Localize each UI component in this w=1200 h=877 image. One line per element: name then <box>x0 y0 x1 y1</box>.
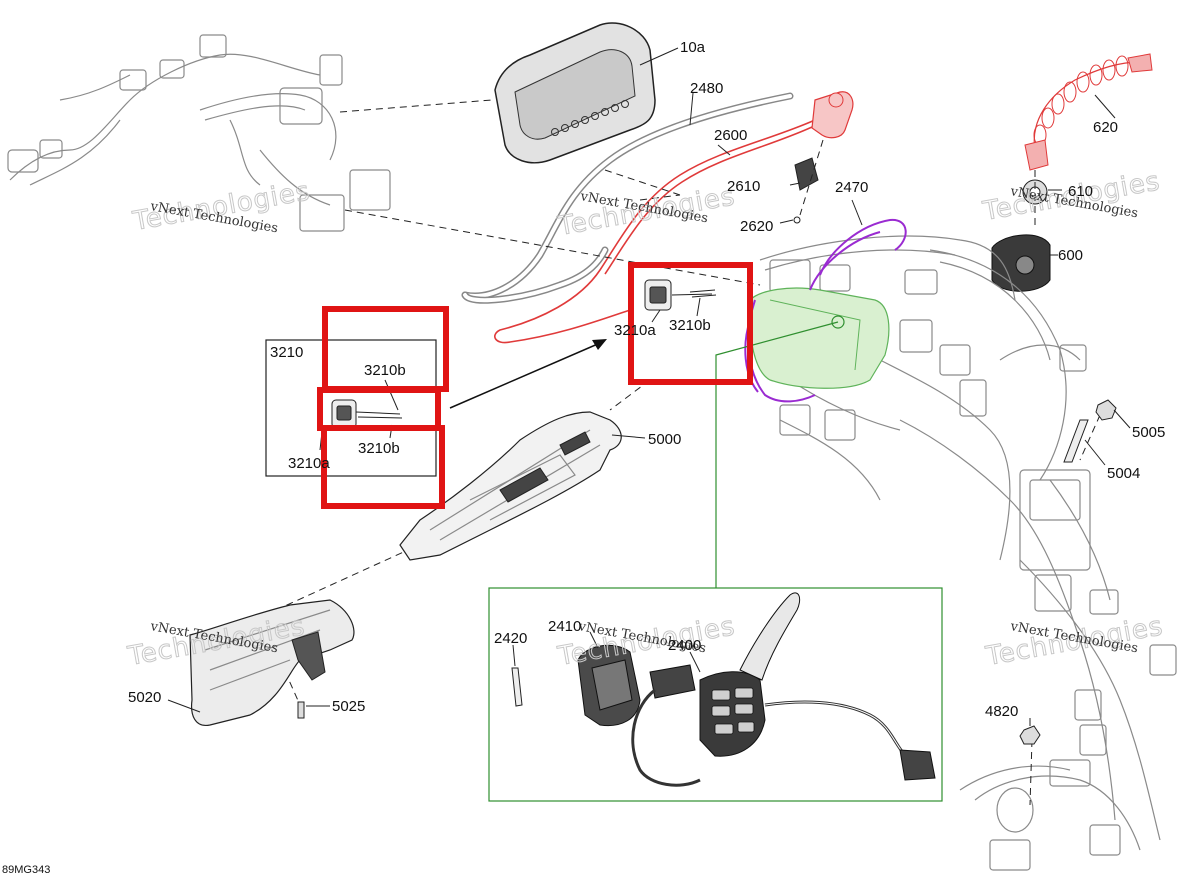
dash-5025 <box>279 659 301 706</box>
nut-5005 <box>1095 399 1131 429</box>
callout-2480: 2480 <box>690 80 723 97</box>
dash-2480b <box>604 169 681 196</box>
callout-2470: 2470 <box>835 179 868 196</box>
bracket-5020 <box>167 599 355 727</box>
dash-5005 <box>1079 414 1101 461</box>
callout-3210b-main: 3210b <box>669 317 711 334</box>
dash-4820 <box>1029 739 1033 806</box>
trim-strip-2480 <box>461 92 794 304</box>
nut-4820 <box>1019 718 1041 745</box>
screw-5025 <box>297 701 330 719</box>
ecu-cover-5000 <box>399 411 646 561</box>
stud-5004 <box>1063 419 1106 466</box>
switch-600 <box>991 234 1058 292</box>
main-harness <box>759 235 1177 871</box>
dash-10a <box>339 99 493 113</box>
callout-2600: 2600 <box>714 127 747 144</box>
callout-5020: 5020 <box>128 689 161 706</box>
callout-4820: 4820 <box>985 703 1018 720</box>
instrument-cluster-10a <box>494 22 679 164</box>
dash-2620 <box>799 139 824 216</box>
harness-top-left <box>7 34 391 232</box>
bracket-2610 <box>789 157 819 191</box>
inset-3210 <box>265 339 437 477</box>
callout-2400: 2400 <box>668 637 701 654</box>
inset-pointer-arrowhead <box>592 339 607 350</box>
callout-5004: 5004 <box>1107 465 1140 482</box>
screw-2620 <box>779 216 801 224</box>
figure-id: 89MG343 <box>2 864 51 876</box>
detail-box-2400 <box>488 321 943 802</box>
highlight-box-main <box>628 262 753 385</box>
callout-600: 600 <box>1058 247 1083 264</box>
callout-5000: 5000 <box>648 431 681 448</box>
callout-3210b-inset-top: 3210b <box>364 362 406 379</box>
callout-5025: 5025 <box>332 698 365 715</box>
cable-2600 <box>494 91 854 344</box>
connector-3210-main <box>644 279 717 323</box>
callout-620: 620 <box>1093 119 1118 136</box>
callout-2620: 2620 <box>740 218 773 235</box>
inset-pointer-arrow <box>449 342 601 409</box>
callout-610: 610 <box>1068 183 1093 200</box>
highlight-box-inset-bottom <box>321 425 445 509</box>
callout-3210a-inset: 3210a <box>288 455 330 472</box>
callout-3210: 3210 <box>270 344 303 361</box>
lanyard-620 <box>1024 53 1153 171</box>
callout-3210a-main: 3210a <box>614 322 656 339</box>
ring-610 <box>1022 179 1062 205</box>
callout-5005: 5005 <box>1132 424 1165 441</box>
green-module <box>749 287 890 389</box>
callout-2610: 2610 <box>727 178 760 195</box>
dash-5000b <box>609 379 651 411</box>
callout-labels: 10a 2480 2600 2610 2620 2470 620 610 600… <box>128 39 1165 720</box>
callout-10a: 10a <box>680 39 706 56</box>
callout-3210b-inset-bottom: 3210b <box>358 440 400 457</box>
callout-2410: 2410 <box>548 618 581 635</box>
dash-2480 <box>639 194 681 201</box>
dash-harness <box>344 209 761 286</box>
callout-2420: 2420 <box>494 630 527 647</box>
